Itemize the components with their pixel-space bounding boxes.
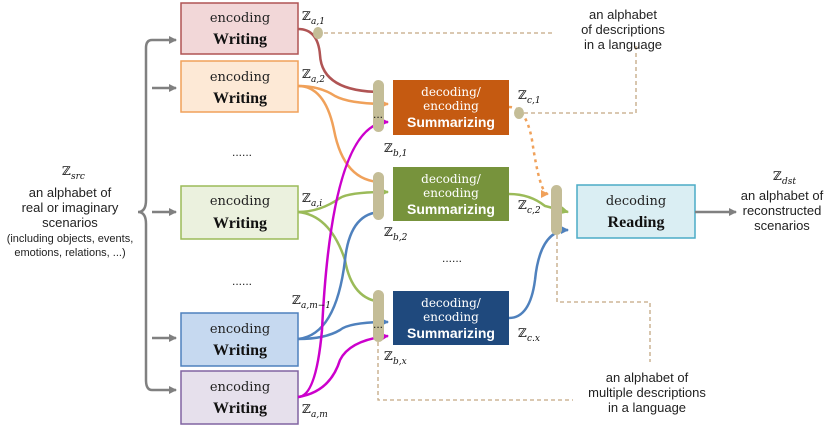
ellipsis-b1: ...	[373, 107, 383, 121]
svg-text:scenarios: scenarios	[754, 218, 810, 233]
reading-box: decoding Reading	[576, 184, 696, 239]
svg-text:ℤ: ℤ	[518, 198, 527, 212]
collector-pill-b2	[373, 172, 384, 220]
writing-box-2: encoding Writing	[180, 60, 299, 113]
summarizing-box-2: decoding/ encoding Summarizing	[393, 167, 509, 221]
top-note: an alphabet of descriptions in a languag…	[581, 7, 665, 52]
summarizing-box-x: decoding/ encoding Summarizing	[393, 291, 509, 345]
summarizing-box-1-line1: decoding/	[421, 85, 482, 99]
symbol-b1: ℤ b,1	[384, 141, 407, 159]
svg-text:ℤ: ℤ	[302, 191, 311, 205]
summarizing-box-1-line1b: encoding	[423, 99, 479, 113]
summarizing-box-1-line2: Summarizing	[407, 114, 495, 130]
svg-text:real or imaginary: real or imaginary	[22, 200, 119, 215]
bottom-note: an alphabet of multiple descriptions in …	[588, 370, 706, 415]
writing-box-m: encoding Writing	[180, 370, 299, 425]
summarizing-box-x-line2: Summarizing	[407, 325, 495, 341]
source-brace	[137, 36, 177, 394]
svg-text:an alphabet: an alphabet	[589, 7, 657, 22]
svg-text:ℤ: ℤ	[302, 67, 311, 81]
svg-text:c,2: c,2	[527, 206, 541, 216]
svg-text:an alphabet of: an alphabet of	[29, 185, 112, 200]
symbol-dst: ℤ	[773, 169, 782, 183]
collector-pill-c	[551, 185, 562, 235]
svg-text:an alphabet of: an alphabet of	[741, 188, 824, 203]
svg-text:in a language: in a language	[584, 37, 662, 52]
symbol-c1: ℤ c,1	[518, 88, 541, 106]
svg-text:a,1: a,1	[311, 17, 325, 27]
symbol-am: ℤ a,m	[302, 402, 328, 420]
svg-text:an alphabet of: an alphabet of	[606, 370, 689, 385]
collector-pill-bx	[373, 290, 384, 342]
symbol-a2: ℤ a,2	[302, 67, 325, 85]
svg-text:ℤ: ℤ	[302, 402, 311, 416]
writing-box-i-line1: encoding	[210, 194, 270, 209]
connectors	[297, 27, 389, 399]
svg-text:(including objects, events,: (including objects, events,	[7, 233, 134, 245]
summarizing-box-2-line1: decoding/	[421, 172, 482, 186]
annotation-leaders	[313, 27, 651, 401]
writing-box-m1-line1: encoding	[210, 322, 270, 337]
writing-box-2-line2: Writing	[213, 90, 267, 107]
svg-text:a,m−1: a,m−1	[301, 301, 331, 311]
svg-text:ℤ: ℤ	[518, 326, 527, 340]
svg-text:reconstructed: reconstructed	[743, 203, 822, 218]
svg-text:ℤ: ℤ	[518, 88, 527, 102]
svg-text:of descriptions: of descriptions	[581, 22, 665, 37]
svg-text:ℤ: ℤ	[384, 141, 393, 155]
summarizing-box-x-line1b: encoding	[423, 310, 479, 324]
symbol-ai: ℤ a,i	[302, 191, 322, 209]
svg-text:b,x: b,x	[393, 357, 407, 367]
svg-text:emotions, relations, ...): emotions, relations, ...)	[14, 247, 125, 259]
summarizing-box-2-line1b: encoding	[423, 186, 479, 200]
ellipsis-summarizing: ......	[442, 251, 462, 265]
writing-box-i: encoding Writing	[180, 185, 299, 240]
writing-box-1: encoding Writing	[180, 2, 299, 55]
svg-text:a,m: a,m	[311, 410, 328, 420]
symbol-src-sub: src	[71, 172, 85, 182]
svg-text:in a language: in a language	[608, 400, 686, 415]
writing-box-2-line1: encoding	[210, 70, 270, 85]
svg-text:c.x: c.x	[527, 334, 540, 344]
svg-text:ℤ: ℤ	[292, 293, 301, 307]
svg-text:a,2: a,2	[311, 75, 325, 85]
writing-box-1-line2: Writing	[213, 31, 267, 48]
ellipsis-writing-2: ......	[232, 274, 252, 288]
svg-text:b,1: b,1	[393, 149, 407, 159]
svg-text:ℤ: ℤ	[384, 225, 393, 239]
ellipsis-bx: ...	[373, 317, 383, 331]
summarizing-box-1: decoding/ encoding Summarizing	[393, 80, 509, 135]
writing-box-m1-line2: Writing	[213, 342, 267, 359]
destination-description: ℤ dst an alphabet of reconstructed scena…	[741, 169, 824, 233]
writing-box-m1: encoding Writing	[180, 312, 299, 367]
svg-text:ℤ: ℤ	[302, 9, 311, 23]
reading-box-line2: Reading	[608, 214, 665, 231]
symbol-dst-sub: dst	[782, 177, 796, 187]
summarizing-box-x-line1: decoding/	[421, 296, 482, 310]
summarizing-box-2-line2: Summarizing	[407, 201, 495, 217]
symbol-src: ℤ	[62, 164, 71, 178]
writing-box-1-line1: encoding	[210, 11, 270, 26]
collector-pill-b1	[373, 80, 384, 132]
svg-text:a,i: a,i	[311, 199, 322, 209]
svg-text:multiple descriptions: multiple descriptions	[588, 385, 706, 400]
writing-box-m-line1: encoding	[210, 380, 270, 395]
svg-text:scenarios: scenarios	[42, 215, 98, 230]
writing-box-m-line2: Writing	[213, 400, 267, 417]
svg-text:c,1: c,1	[527, 96, 541, 106]
symbol-am1: ℤ a,m−1	[292, 293, 331, 311]
source-description: ℤ src an alphabet of real or imaginary s…	[7, 164, 134, 259]
symbol-a1: ℤ a,1	[302, 9, 325, 27]
symbol-cx: ℤ c.x	[518, 326, 540, 344]
svg-text:ℤ: ℤ	[384, 349, 393, 363]
writing-box-i-line2: Writing	[213, 215, 267, 232]
ellipsis-writing-1: ......	[232, 145, 252, 159]
symbol-b2: ℤ b,2	[384, 225, 408, 243]
svg-text:b,2: b,2	[393, 233, 408, 243]
symbol-bx: ℤ b,x	[384, 349, 407, 367]
reading-box-line1: decoding	[606, 194, 666, 209]
symbol-c2: ℤ c,2	[518, 198, 541, 216]
